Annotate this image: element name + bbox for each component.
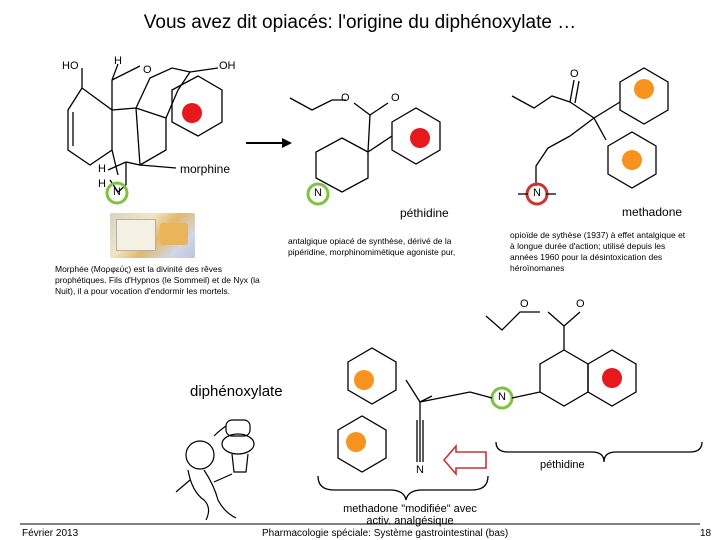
pethidine-atom-o2: O [391,92,400,104]
pethidine-atom-o1: O [341,92,350,104]
diphenoxylate-highlight-orange-bottom [346,432,366,452]
morphine-highlight-red [182,103,202,123]
diphenoxylate-atom-n-ring: N [498,391,506,403]
diphenoxylate-linker [405,379,541,462]
morphine-n-circle [105,181,129,205]
diphenoxylate-piperidine [539,349,589,407]
pethidine-label: péthidine [400,206,449,220]
footer-course: Pharmacologie spéciale: Système gastroin… [262,528,509,539]
page-title: Vous avez dit opiacés: l'origine du diph… [143,12,577,33]
pethidine-atom-n: N [314,187,322,199]
diphenoxylate-atom-o1: O [520,298,529,310]
footer-page-number: 18 [700,528,712,539]
morphine-atom-h-low: H [98,178,106,190]
pethidine-description: antalgique opiacé de synthèse, dérivé de… [288,236,456,257]
morphine-atom-n: N [113,186,121,198]
pethidine-phenyl-ring [391,107,441,165]
pethidine-n-circle [306,182,330,206]
diphenoxylate-pethidine-label: péthidine [540,459,585,471]
cartoon-illustration [175,419,255,521]
diphenoxylate-atom-n-nitrile: N [416,464,424,476]
diphenoxylate-methadone-label: methadone "modifiée" avec activ. analgés… [343,503,477,527]
methadone-highlight-orange-2 [622,150,642,170]
diphenoxylate-phenyl-bottom [337,415,387,473]
diphenoxylate-phenyl-right [587,349,637,407]
methadone-label: methadone [622,205,683,219]
morphine-atom-o: O [143,64,152,76]
hollow-arrow [442,443,487,477]
diphenoxylate-highlight-red-right [602,368,622,388]
morphine-atom-oh: OH [219,60,236,72]
morphine-atom-h-mid: H [98,163,106,175]
transform-arrow [246,138,292,148]
morphine-aromatic-ring [171,75,223,137]
morphine-atom-ho: HO [62,60,79,72]
methadone-atom-o: O [570,68,579,80]
methadone-atom-n: N [533,187,541,199]
diphenoxylate-highlight-orange-left [354,370,374,390]
pethidine-highlight-red [410,128,430,148]
morphine-atom-h-top: H [114,55,122,67]
footer-date: Février 2013 [22,528,79,539]
methadone-structure [511,79,621,186]
pethidine-structure [289,97,393,193]
methadone-highlight-orange-1 [634,79,654,99]
diphenoxylate-phenyl-left [347,347,397,405]
morphine-label: morphine [180,162,231,176]
methadone-description: opioïde de sythèse (1937) à effet antalg… [510,230,686,273]
methadone-ring-1 [619,67,669,125]
morphee-photo [110,213,195,258]
methadone-brace [317,475,489,501]
morphee-caption: Morphée (Μορφεύς) est la divinité des rê… [55,264,260,296]
pethidine-brace [495,441,703,463]
methadone-ring-2 [607,131,657,189]
diphenoxylate-atom-o2: O [576,298,585,310]
morphine-structure [67,63,219,193]
diphenoxylate-ester [485,311,581,350]
diphenoxylate-label: diphénoxylate [190,383,283,400]
